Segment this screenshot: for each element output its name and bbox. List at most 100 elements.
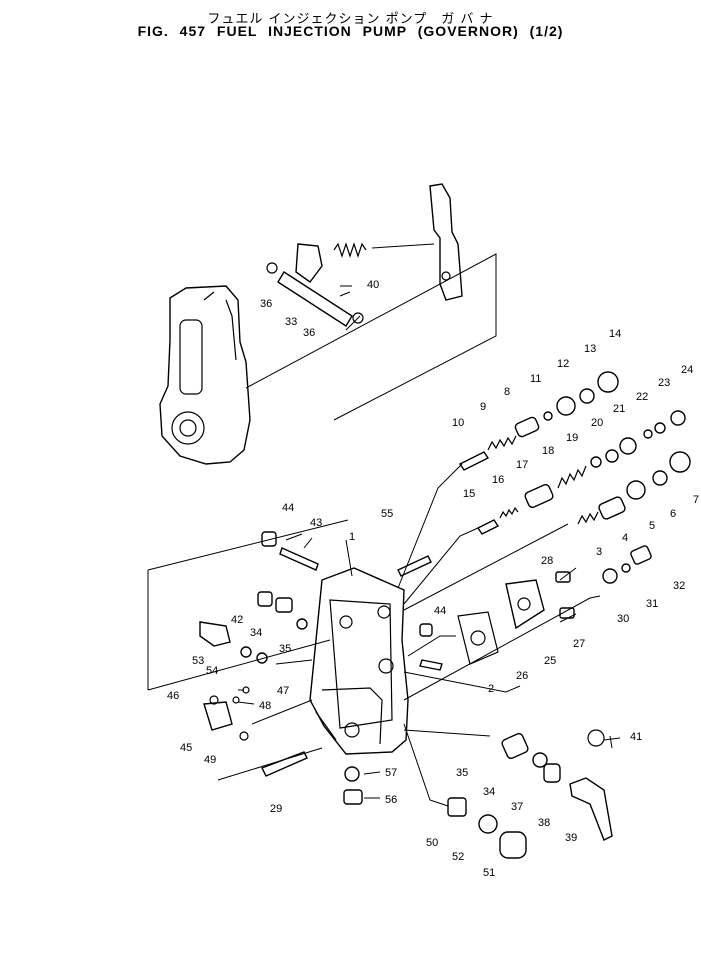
part-49-ring — [239, 731, 249, 741]
part-22-ring — [643, 429, 653, 439]
part-10-rod — [458, 451, 490, 471]
leader-lines — [147, 243, 621, 807]
part-38-cap — [543, 763, 561, 783]
part-21-nut — [619, 437, 637, 455]
part-12-nut — [556, 396, 576, 416]
callout-4: 4 — [622, 532, 628, 544]
part-32-sleeve — [630, 545, 652, 565]
figure-title-japanese: フュエル インジェクション ポンプ ガ バ ナ — [207, 12, 494, 27]
part-34-bush-left — [275, 597, 293, 613]
callout-18: 18 — [542, 445, 554, 457]
part-9-spring — [487, 435, 517, 451]
part-3-spring — [577, 511, 599, 525]
upper-lever-pin — [441, 271, 451, 281]
callout-40: 40 — [367, 279, 379, 291]
part-51-cap — [499, 831, 527, 859]
part-25-hole — [517, 597, 531, 611]
callout-32: 32 — [673, 580, 685, 592]
callout-10: 10 — [452, 417, 464, 429]
part-41-fitting — [587, 729, 605, 747]
part-55-bolt — [397, 555, 432, 577]
shaft-part-33 — [277, 271, 353, 327]
part-45-fitting — [203, 701, 233, 731]
callout-44-left: 44 — [282, 502, 294, 514]
main-housing-part — [309, 567, 409, 755]
part-54-washer-a — [240, 646, 252, 658]
callout-47: 47 — [277, 685, 289, 697]
callout-24: 24 — [681, 364, 693, 376]
part-30-nut — [602, 568, 618, 584]
part-8-spring — [514, 416, 540, 438]
main-housing-cover — [315, 687, 383, 745]
callout-31: 31 — [646, 598, 658, 610]
upper-housing-edge — [203, 291, 237, 361]
part-44-plug-left — [261, 531, 277, 547]
callout-15: 15 — [463, 488, 475, 500]
callout-19: 19 — [566, 432, 578, 444]
callout-43: 43 — [310, 517, 322, 529]
part-56-nut — [343, 789, 363, 805]
callout-8: 8 — [504, 386, 510, 398]
callout-28: 28 — [541, 555, 553, 567]
callout-7: 7 — [693, 494, 699, 506]
part-26-hole — [470, 630, 486, 646]
part-11-ring — [543, 411, 553, 421]
callout-54: 54 — [206, 665, 218, 677]
callout-6: 6 — [670, 508, 676, 520]
part-52-washer — [478, 814, 498, 834]
part-44-plug-right — [419, 623, 433, 637]
part-50-plug — [447, 797, 467, 817]
callout-35-left: 35 — [279, 643, 291, 655]
upper-housing-slot — [179, 319, 203, 395]
washer-36-right — [352, 312, 364, 324]
callout-55: 55 — [381, 508, 393, 520]
main-housing-flange — [329, 599, 393, 729]
callout-49: 49 — [204, 754, 216, 766]
callout-51: 51 — [483, 867, 495, 879]
callout-11: 11 — [530, 373, 541, 385]
part-14-nut — [597, 371, 619, 393]
part-37-ring — [532, 752, 548, 768]
callout-13: 13 — [584, 343, 596, 355]
callout-39: 39 — [565, 832, 577, 844]
callout-42: 42 — [231, 614, 243, 626]
part-26-gasket — [457, 611, 499, 665]
part-6-washer — [652, 470, 668, 486]
part-4-sleeve — [598, 496, 626, 520]
callout-23: 23 — [658, 377, 670, 389]
callout-9: 9 — [480, 401, 486, 413]
part-35-ring-left — [296, 618, 308, 630]
upper-spring-part — [333, 242, 367, 258]
callout-16: 16 — [492, 474, 504, 486]
callout-34-left: 34 — [250, 627, 262, 639]
part-53-fitting — [199, 621, 231, 647]
part-20-ring — [605, 449, 619, 463]
washer-36-top — [266, 262, 278, 274]
callout-44-right: 44 — [434, 605, 446, 617]
callout-41: 41 — [630, 731, 642, 743]
callout-36-top: 36 — [260, 298, 272, 310]
callout-50: 50 — [426, 837, 438, 849]
part-5-nut — [626, 480, 646, 500]
upper-lever-part — [429, 183, 463, 301]
callout-29: 29 — [270, 803, 282, 815]
main-housing-hole-3 — [378, 658, 394, 674]
parts-drawing — [159, 183, 691, 859]
callout-1: 1 — [349, 531, 355, 543]
part-18-spring — [557, 465, 587, 489]
part-17-sleeve — [524, 483, 554, 509]
shaft-lever-33 — [295, 243, 323, 283]
part-15-rod — [476, 519, 500, 535]
callout-36-right: 36 — [303, 327, 315, 339]
upper-housing-bore — [171, 411, 205, 445]
callout-17: 17 — [516, 459, 528, 471]
main-housing-hole-1 — [339, 615, 353, 629]
upper-housing-part — [159, 285, 251, 465]
callout-26: 26 — [516, 670, 528, 682]
part-34-bush — [501, 732, 529, 760]
callout-35-right: 35 — [456, 767, 468, 779]
main-housing-hole-4 — [344, 722, 360, 738]
callout-labels: 1 2 3 4 5 6 7 8 9 10 11 12 13 14 15 16 1… — [167, 279, 699, 879]
callout-27: 27 — [573, 638, 585, 650]
